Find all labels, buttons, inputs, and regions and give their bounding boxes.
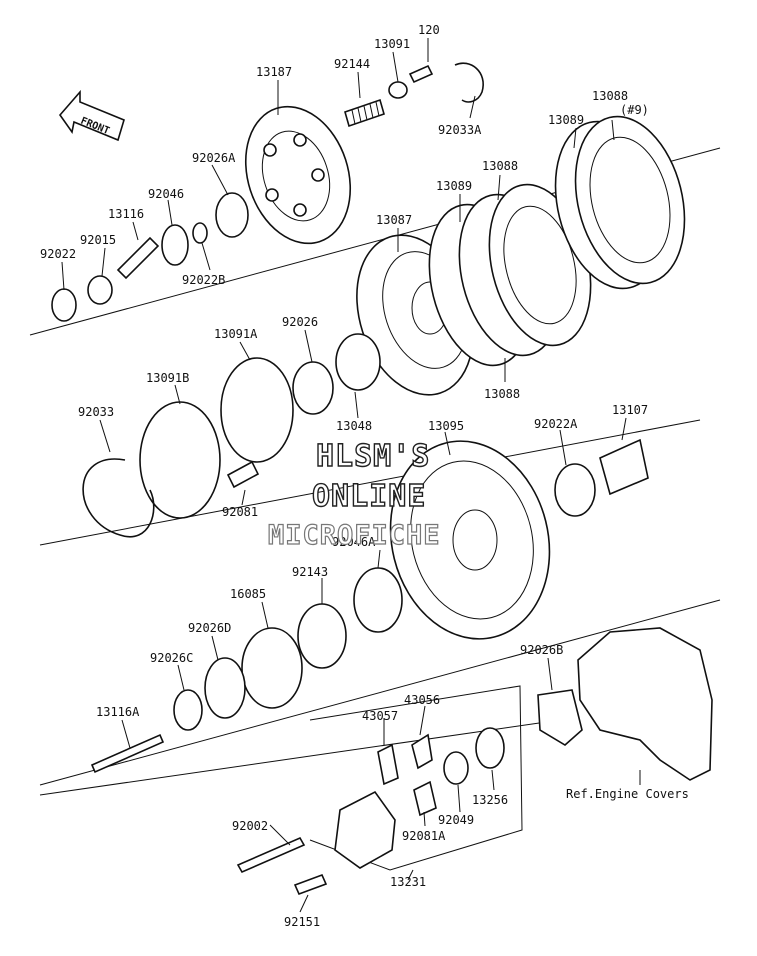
clutch-plates-stack <box>428 115 686 367</box>
label-92046: 92046 <box>148 187 184 201</box>
pusher-13116 <box>116 236 160 280</box>
washer-92026A <box>215 192 249 238</box>
part-labels: 120 13091 92144 13187 92033A 13088 (#9) … <box>40 23 689 929</box>
label-43056: 43056 <box>404 693 440 707</box>
label-13091A: 13091A <box>214 327 258 341</box>
plate-13091A <box>220 357 294 463</box>
sleeve-13107 <box>599 438 649 496</box>
cap-43057 <box>377 743 399 786</box>
bolt-92002 <box>236 836 306 874</box>
label-92002: 92002 <box>232 819 268 833</box>
label-16085: 16085 <box>230 587 266 601</box>
label-92143: 92143 <box>292 565 328 579</box>
watermark-line1: HLSM'S <box>316 439 430 474</box>
label-13095: 13095 <box>428 419 464 433</box>
label-120: 120 <box>418 23 440 37</box>
needle-bearing-92046A <box>353 567 403 633</box>
label-13089-top: 13089 <box>548 113 584 127</box>
bleeder-43056 <box>411 733 433 770</box>
label-92144: 92144 <box>334 57 370 71</box>
label-13088-mid: 13088 <box>482 159 518 173</box>
gear-16085 <box>241 627 303 709</box>
watermark-line2: ONLINE <box>312 479 426 514</box>
label-92046A: 92046A <box>332 535 376 549</box>
bearing-92046 <box>161 224 189 266</box>
collar-13048 <box>335 333 381 391</box>
spring-92081A <box>413 780 437 817</box>
seal-92049 <box>443 751 469 785</box>
label-92033: 92033 <box>78 405 114 419</box>
label-92022B: 92022B <box>182 273 225 287</box>
piston-13256 <box>475 727 505 769</box>
label-13107: 13107 <box>612 403 648 417</box>
axis-line-bottom <box>39 719 561 796</box>
front-direction-badge: FRONT <box>58 89 125 142</box>
label-92015: 92015 <box>80 233 116 247</box>
rod-13116A <box>90 733 165 774</box>
spring-92081 <box>226 460 260 489</box>
clutch-housing-13095 <box>389 440 551 640</box>
pressure-plate-13187 <box>244 105 352 245</box>
washer-92022A <box>554 463 596 517</box>
label-13088-qty: (#9) <box>620 103 649 117</box>
label-13116A: 13116A <box>96 705 140 719</box>
label-92081: 92081 <box>222 505 258 519</box>
label-92026: 92026 <box>282 315 318 329</box>
axis-line-lower <box>39 599 721 786</box>
label-92151: 92151 <box>284 915 320 929</box>
label-92026A: 92026A <box>192 151 236 165</box>
label-92026C: 92026C <box>150 651 193 665</box>
label-13256: 13256 <box>472 793 508 807</box>
nut-92015 <box>87 275 113 305</box>
label-92022A: 92022A <box>534 417 578 431</box>
washer-92026C <box>173 689 203 731</box>
washer-92026D <box>204 657 246 719</box>
label-43057: 43057 <box>362 709 398 723</box>
label-92026D: 92026D <box>188 621 231 635</box>
label-13088-top: 13088 <box>592 89 628 103</box>
label-13091B: 13091B <box>146 371 189 385</box>
washer-92022B <box>192 222 208 244</box>
label-13091: 13091 <box>374 37 410 51</box>
release-housing-13231 <box>334 790 396 869</box>
engine-cover-outline <box>577 627 713 781</box>
label-92081A: 92081A <box>402 829 446 843</box>
spring-92144 <box>344 98 385 128</box>
watermark-line3: MICROFICHE <box>268 520 441 551</box>
washer-92022 <box>51 288 77 322</box>
label-13187: 13187 <box>256 65 292 79</box>
washer-92026 <box>292 361 334 415</box>
watermark: HLSM'S ONLINE MICROFICHE <box>267 438 441 551</box>
label-ref-engine-covers: Ref.Engine Covers <box>566 787 689 801</box>
label-13088-low: 13088 <box>484 387 520 401</box>
plate-13091B <box>139 401 221 519</box>
label-13087: 13087 <box>376 213 412 227</box>
gasket-92026B <box>537 689 583 746</box>
label-13089-mid: 13089 <box>436 179 472 193</box>
bolt-92151 <box>293 873 328 896</box>
label-92026B: 92026B <box>520 643 563 657</box>
label-92022: 92022 <box>40 247 76 261</box>
bearing-92143 <box>297 603 347 669</box>
circlip-92033A <box>454 62 484 103</box>
bolt-120 <box>408 64 434 84</box>
label-13048: 13048 <box>336 419 372 433</box>
label-92049: 92049 <box>438 813 474 827</box>
collar-13091 <box>388 81 408 99</box>
circlip-92033 <box>82 458 155 538</box>
label-92033A: 92033A <box>438 123 482 137</box>
label-13231: 13231 <box>390 875 426 889</box>
leader-lines <box>61 38 641 913</box>
label-13116: 13116 <box>108 207 144 221</box>
